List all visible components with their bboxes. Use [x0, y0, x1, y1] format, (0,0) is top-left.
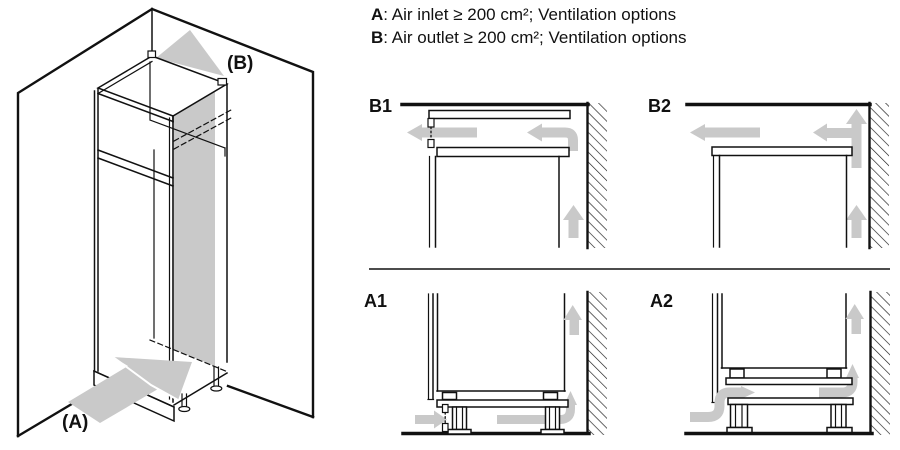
leg-foot-plate — [826, 426, 853, 434]
top-back-vent-notch-left — [147, 50, 157, 59]
appliance-foot — [729, 368, 745, 379]
panel-label-a1: A1 — [364, 291, 388, 311]
s-curve-arrow-head — [741, 386, 755, 399]
channel-arrow-head — [563, 205, 584, 220]
channel-arrow-head — [563, 305, 582, 320]
outflow-arrow-shaft — [421, 127, 477, 138]
top-panel-left-edge — [97, 60, 153, 95]
pedestal-leg — [830, 403, 847, 429]
elbow-arrow-head — [527, 123, 542, 142]
legend-text-a: : Air inlet ≥ 200 cm²; Ventilation optio… — [383, 5, 677, 24]
wall-hatch — [588, 103, 607, 248]
channel-arrow-shaft — [569, 319, 579, 335]
panel-a1-drawing — [401, 290, 607, 436]
panel-label-b1: B1 — [369, 96, 393, 116]
legend-line-b: B: Air outlet ≥ 200 cm²; Ventilation opt… — [371, 26, 687, 49]
elbow-arrow-head — [846, 364, 859, 378]
legend-line-a: A: Air inlet ≥ 200 cm²; Ventilation opti… — [371, 3, 687, 26]
shelf-back-edge — [149, 119, 226, 149]
legend-text-b: : Air outlet ≥ 200 cm²; Ventilation opti… — [383, 28, 687, 47]
inflow-arrow-shaft — [415, 415, 434, 424]
wall-hatch — [870, 103, 889, 248]
top-panel-front-edge — [97, 92, 174, 123]
hidden-edge-top-1 — [173, 109, 232, 142]
elbow-arrow-shaft — [542, 127, 578, 151]
pedestal-bar — [727, 397, 854, 406]
overview-isometric-drawing — [16, 7, 315, 438]
room-corner-walls — [16, 7, 315, 438]
foot-base — [210, 385, 223, 392]
panel-b1-drawing — [400, 101, 607, 250]
plinth-gap-block-lower — [441, 422, 449, 433]
arrow-body — [68, 357, 192, 423]
panel-b2-drawing — [685, 101, 889, 250]
shelf-front-top-edge — [97, 149, 174, 179]
adjustable-feet — [178, 366, 223, 413]
appliance-foot — [441, 391, 458, 401]
appliance-top-panel — [711, 146, 853, 157]
wall-hatch — [871, 292, 890, 435]
panel-label-a2: A2 — [650, 291, 674, 311]
channel-arrow-shaft — [851, 219, 862, 238]
front-gap-block-upper — [427, 117, 435, 128]
inflow-arrow-head — [434, 410, 447, 429]
front-gap-block-lower — [427, 138, 435, 149]
panel-a2-drawing — [684, 290, 890, 436]
air-inlet-label: (A) — [62, 412, 89, 433]
wall-up-arrow-shaft — [851, 123, 862, 168]
legend-key-b: B — [371, 28, 384, 47]
arrow-head — [156, 30, 224, 76]
outflow-arrow-head — [690, 124, 705, 141]
vent-cover-panel — [428, 109, 571, 120]
foot-base — [178, 405, 191, 413]
branch-arrow-shaft — [827, 128, 853, 138]
hidden-edge-dashes — [149, 109, 232, 373]
air-inlet-arrow-a — [68, 356, 192, 423]
outflow-arrow-shaft — [704, 127, 760, 138]
panel-label-b2: B2 — [648, 96, 672, 116]
niche-top-shelf — [97, 119, 226, 187]
legend-text: A: Air inlet ≥ 200 cm²; Ventilation opti… — [371, 3, 687, 49]
wall-up-arrow-head — [846, 109, 867, 124]
channel-arrow-shaft — [851, 318, 861, 334]
leg-foot-plate — [540, 428, 565, 435]
arrow-head-notch — [112, 356, 179, 401]
leg-foot-plate — [447, 428, 472, 435]
pedestal-leg — [729, 403, 749, 429]
wall-hatch — [588, 292, 607, 435]
hidden-edge-floor — [149, 339, 229, 373]
channel-arrow-head — [845, 304, 864, 319]
pedestal-bar — [436, 399, 569, 408]
pedestal-leg — [544, 406, 561, 431]
hidden-edge-top-2 — [173, 117, 232, 150]
outflow-arrow-head — [407, 124, 422, 141]
air-outlet-label: (B) — [227, 53, 254, 74]
left-wall-edge — [16, 7, 154, 438]
pedestal-leg — [451, 406, 468, 431]
channel-arrow-shaft — [568, 219, 579, 238]
plinth-gap-block-upper — [441, 403, 449, 414]
appliance-foot — [826, 368, 842, 379]
channel-arrow-head — [846, 205, 867, 220]
appliance-top-panel — [436, 146, 570, 158]
branch-arrow-head — [813, 123, 827, 142]
right-floor-edge — [226, 384, 315, 419]
shelf-front-bottom-edge — [97, 157, 174, 187]
leg-foot-plate — [726, 426, 753, 434]
s-curve-arrow-shaft — [690, 387, 741, 422]
right-wall-edge — [150, 7, 315, 419]
top-back-vent-notch-right — [217, 77, 228, 86]
legend-key-a: A — [371, 5, 384, 24]
air-outlet-arrow-b — [156, 30, 224, 366]
support-panel — [725, 377, 853, 386]
appliance-foot — [542, 391, 559, 401]
arrow-shaft — [172, 69, 215, 366]
